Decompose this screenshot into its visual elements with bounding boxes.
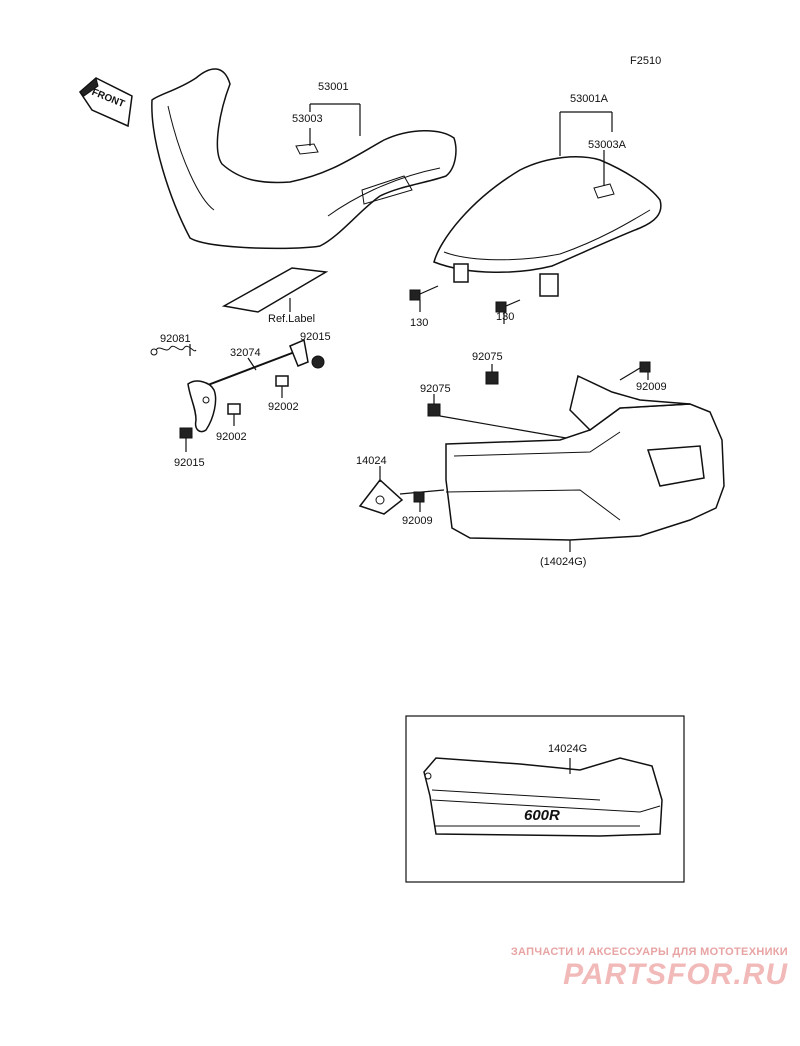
watermark: ЗАПЧАСТИ И АКСЕССУАРЫ ДЛЯ МОТОТЕХНИКИ PA… xyxy=(488,946,788,992)
callout-grommet-b: 92002 xyxy=(216,431,247,443)
tail-cover xyxy=(439,374,725,541)
front-seat xyxy=(151,68,457,250)
reference-label-sheet xyxy=(221,267,329,313)
ref-label-text: Ref.Label xyxy=(268,313,315,325)
callout-bolt-right: 130 xyxy=(496,311,514,323)
seat-lock-spring xyxy=(150,345,197,356)
inset-box xyxy=(405,715,685,883)
callout-seat-rear-emblem: 53003A xyxy=(588,139,627,151)
grommet-92002-b xyxy=(227,403,241,426)
rear-seat xyxy=(433,156,662,297)
leader-53001 xyxy=(309,103,361,146)
callout-screw-right: 92009 xyxy=(636,381,667,393)
leader-53001A xyxy=(559,111,613,186)
callout-seat-front-emblem: 53003 xyxy=(292,113,323,125)
front-arrow-tag: FRONT xyxy=(79,77,133,128)
callout-spring: 92081 xyxy=(160,333,191,345)
callout-bolt-left: 130 xyxy=(410,317,428,329)
callout-clip-upper: 92075 xyxy=(472,351,503,363)
watermark-tagline: ЗАПЧАСТИ И АКСЕССУАРЫ ДЛЯ МОТОТЕХНИКИ xyxy=(510,946,788,958)
callout-seat-front: 53001 xyxy=(318,81,349,93)
callout-cable: 32074 xyxy=(230,347,261,359)
leader-cable xyxy=(247,357,257,371)
nut-92015-bottom xyxy=(179,427,193,452)
clip-92075-upper xyxy=(485,364,499,385)
callout-bracket: 14024 xyxy=(356,455,387,467)
callout-clip-lower: 92075 xyxy=(420,383,451,395)
callout-grommet-a: 92002 xyxy=(268,401,299,413)
callout-cover-assy: (14024G) xyxy=(540,556,586,568)
screw-92009-right xyxy=(619,361,651,381)
bracket-14024 xyxy=(358,466,445,515)
screw-92009-left xyxy=(413,491,425,512)
grommet-92002-a xyxy=(275,375,289,398)
clip-92075-lower xyxy=(427,394,441,417)
nut-92015-top xyxy=(311,355,325,369)
callout-nut-bottom: 92015 xyxy=(174,457,205,469)
bolt-130-left xyxy=(409,285,439,312)
inset-600r-logo: 600R xyxy=(524,807,560,824)
watermark-logo: PARTSFOR.RU xyxy=(563,958,788,991)
callout-screw-left: 92009 xyxy=(402,515,433,527)
callout-inset-cover: 14024G xyxy=(548,743,587,755)
bolt-130-right xyxy=(495,299,521,324)
callout-nut-top: 92015 xyxy=(300,331,331,343)
seat-lock-cable xyxy=(187,338,309,433)
figure-code: F2510 xyxy=(630,55,661,67)
callout-seat-rear: 53001A xyxy=(570,93,609,105)
